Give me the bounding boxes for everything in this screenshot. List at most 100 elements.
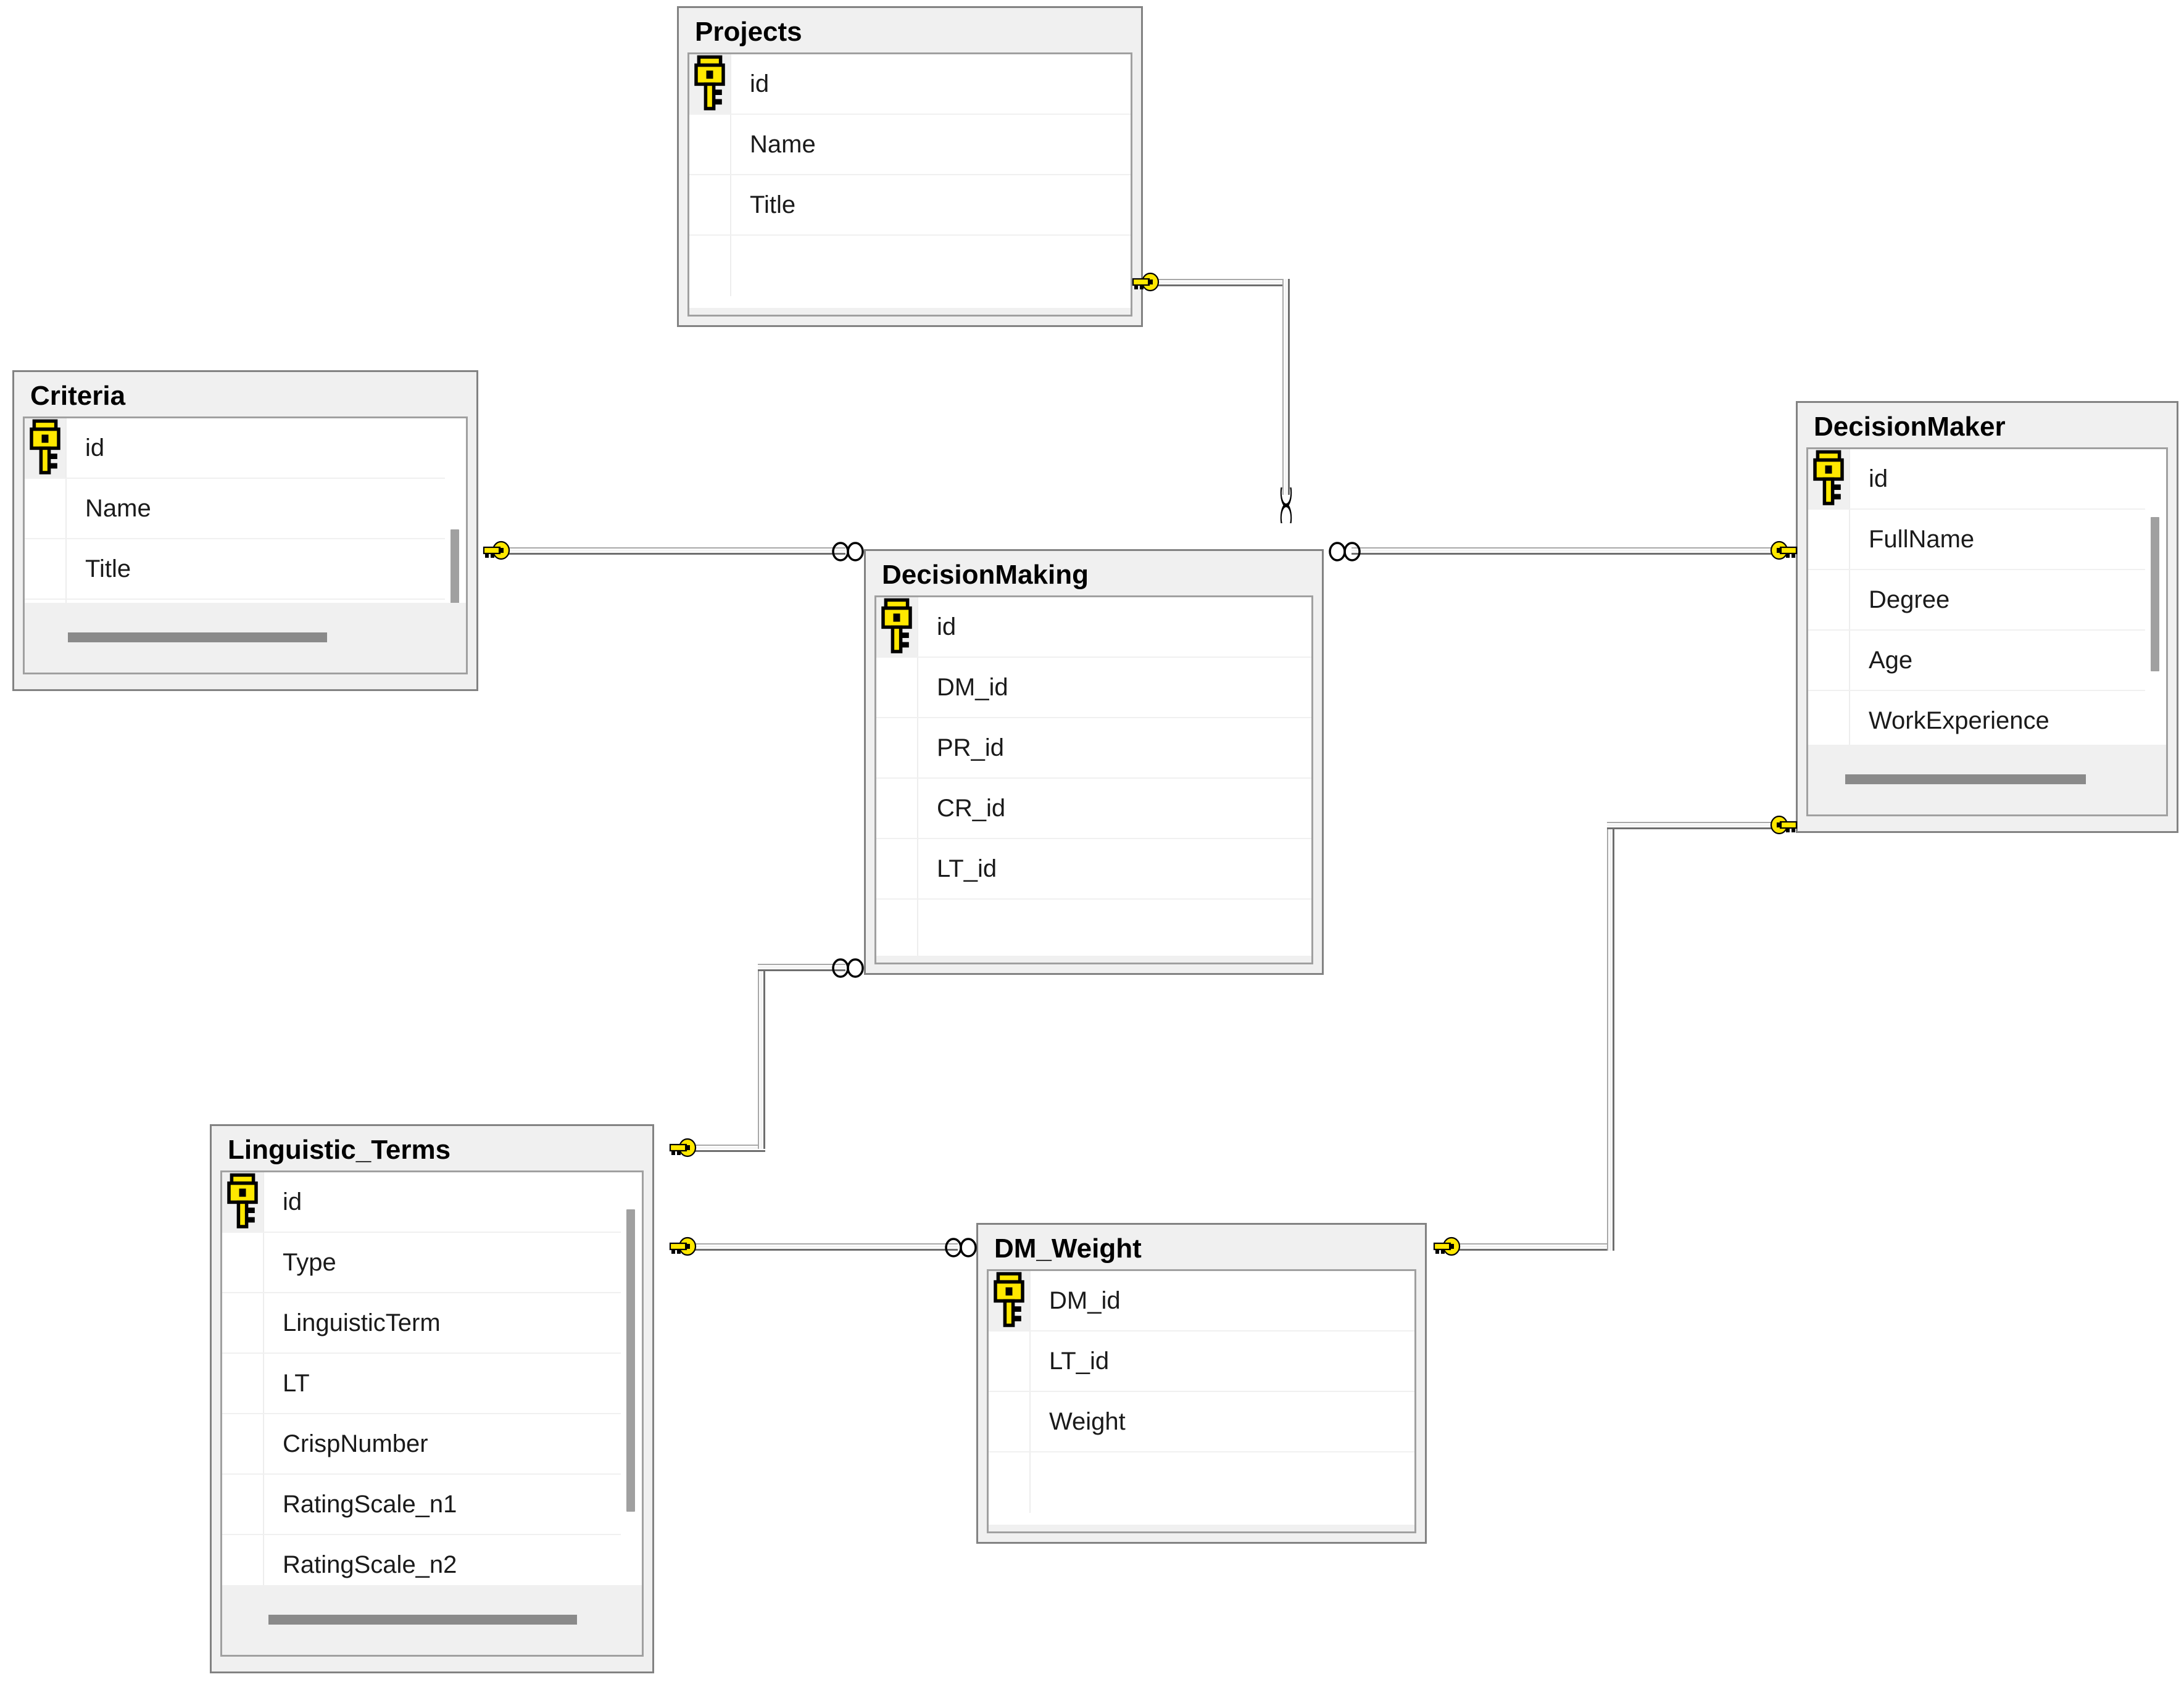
- primary-key-icon[interactable]: [989, 1271, 1031, 1331]
- relationship-criteria-decisionmaking-key-endpoint[interactable]: [480, 538, 513, 563]
- column-row[interactable]: WorkExperience: [1808, 691, 2145, 745]
- row-selector[interactable]: [876, 900, 918, 956]
- row-selector[interactable]: [222, 1535, 264, 1585]
- row-selector[interactable]: [1808, 631, 1850, 690]
- column-row[interactable]: CrispNumber: [222, 1414, 621, 1475]
- relationship-linguisticterms-decisionmaking-key-endpoint[interactable]: [666, 1135, 700, 1160]
- empty-column-row[interactable]: [25, 600, 445, 603]
- column-row[interactable]: id: [689, 54, 1131, 115]
- column-row[interactable]: DM_id: [989, 1271, 1414, 1332]
- vertical-scrollbar-thumb[interactable]: [626, 1209, 635, 1512]
- relationship-dmweight-decisionmaker-segment: [1607, 822, 1614, 1251]
- column-name: DM_id: [1049, 1286, 1121, 1314]
- relationship-projects-decisionmaking-key-endpoint[interactable]: [1129, 270, 1163, 294]
- primary-key-icon[interactable]: [1808, 449, 1850, 509]
- column-row[interactable]: LinguisticTerm: [222, 1293, 621, 1354]
- column-row[interactable]: PR_id: [876, 718, 1311, 779]
- row-selector[interactable]: [1808, 570, 1850, 630]
- column-row[interactable]: LT_id: [989, 1332, 1414, 1393]
- relationship-dmweight-decisionmaker-key-endpoint[interactable]: [1767, 813, 1800, 837]
- column-row[interactable]: id: [222, 1172, 621, 1233]
- row-selector[interactable]: [989, 1392, 1031, 1452]
- primary-key-icon[interactable]: [876, 597, 918, 657]
- empty-column-row[interactable]: [876, 900, 1311, 956]
- primary-key-icon[interactable]: [689, 54, 731, 114]
- entity-title: Projects: [695, 17, 802, 47]
- relationship-dmweight-decisionmaker-key-endpoint[interactable]: [1430, 1234, 1464, 1259]
- row-selector[interactable]: [25, 539, 67, 599]
- column-row[interactable]: Weight: [989, 1392, 1414, 1453]
- row-selector[interactable]: [689, 175, 731, 235]
- column-row[interactable]: Title: [25, 539, 445, 600]
- row-selector[interactable]: [989, 1332, 1031, 1391]
- column-name: LT_id: [937, 855, 997, 882]
- column-row[interactable]: Name: [25, 479, 445, 540]
- row-selector[interactable]: [876, 658, 918, 718]
- row-selector[interactable]: [222, 1293, 264, 1353]
- column-row[interactable]: id: [1808, 449, 2145, 510]
- column-row[interactable]: Age: [1808, 631, 2145, 692]
- relationship-projects-decisionmaking-many-endpoint[interactable]: [1276, 487, 1297, 523]
- horizontal-scrollbar-thumb[interactable]: [1845, 774, 2086, 784]
- column-row[interactable]: LT_id: [876, 839, 1311, 900]
- column-row[interactable]: Title: [689, 175, 1131, 236]
- column-row[interactable]: LT: [222, 1354, 621, 1415]
- empty-column-row[interactable]: [989, 1452, 1414, 1514]
- relationship-linguisticterms-dmweight-many-endpoint[interactable]: [943, 1237, 979, 1258]
- row-selector[interactable]: [25, 600, 67, 603]
- entity-title: DM_Weight: [994, 1233, 1142, 1264]
- row-selector[interactable]: [222, 1233, 264, 1293]
- column-name: id: [85, 434, 105, 462]
- column-row[interactable]: id: [25, 418, 445, 479]
- column-row[interactable]: DM_id: [876, 658, 1311, 719]
- vertical-scrollbar-thumb[interactable]: [2151, 517, 2159, 672]
- horizontal-scrollbar-thumb[interactable]: [68, 632, 327, 642]
- column-row[interactable]: Degree: [1808, 570, 2145, 631]
- row-selector[interactable]: [689, 115, 731, 175]
- column-name: PR_id: [937, 734, 1004, 761]
- vertical-scrollbar[interactable]: [2145, 449, 2166, 745]
- horizontal-scrollbar-thumb[interactable]: [268, 1615, 577, 1625]
- row-selector[interactable]: [1808, 691, 1850, 745]
- relationship-linguisticterms-decisionmaking-many-endpoint[interactable]: [830, 958, 866, 979]
- vertical-scrollbar-thumb[interactable]: [451, 529, 459, 603]
- row-selector[interactable]: [989, 1452, 1031, 1514]
- primary-key-icon[interactable]: [25, 418, 67, 478]
- row-selector[interactable]: [876, 779, 918, 839]
- vertical-scrollbar[interactable]: [621, 1172, 642, 1585]
- relationship-criteria-decisionmaking-many-endpoint[interactable]: [830, 541, 866, 562]
- window-footer-padding: [1798, 816, 2177, 831]
- column-row[interactable]: RatingScale_n2: [222, 1535, 621, 1585]
- row-selector[interactable]: [1808, 510, 1850, 570]
- relationship-linguisticterms-dmweight-segment: [686, 1243, 958, 1251]
- column-row[interactable]: CR_id: [876, 779, 1311, 840]
- row-selector[interactable]: [25, 479, 67, 539]
- horizontal-scrollbar[interactable]: [23, 603, 468, 674]
- primary-key-icon[interactable]: [222, 1172, 264, 1232]
- row-selector[interactable]: [222, 1414, 264, 1474]
- vertical-scrollbar[interactable]: [445, 418, 466, 603]
- row-selector[interactable]: [876, 839, 918, 899]
- empty-column-row[interactable]: [689, 236, 1131, 297]
- column-row[interactable]: FullName: [1808, 510, 2145, 571]
- row-selector[interactable]: [222, 1354, 264, 1414]
- column-row[interactable]: id: [876, 597, 1311, 658]
- row-selector[interactable]: [689, 236, 731, 297]
- column-row[interactable]: RatingScale_n1: [222, 1475, 621, 1536]
- relationship-decisionmaking-decisionmaker-many-endpoint[interactable]: [1327, 541, 1363, 562]
- relationship-decisionmaking-decisionmaker-key-endpoint[interactable]: [1767, 538, 1800, 563]
- row-selector[interactable]: [222, 1475, 264, 1535]
- relationship-linguisticterms-dmweight-key-endpoint[interactable]: [666, 1234, 700, 1259]
- column-row[interactable]: Type: [222, 1233, 621, 1294]
- column-row[interactable]: Name: [689, 115, 1131, 176]
- horizontal-scrollbar[interactable]: [220, 1585, 644, 1657]
- row-selector[interactable]: [876, 718, 918, 778]
- horizontal-scrollbar[interactable]: [1806, 745, 2168, 816]
